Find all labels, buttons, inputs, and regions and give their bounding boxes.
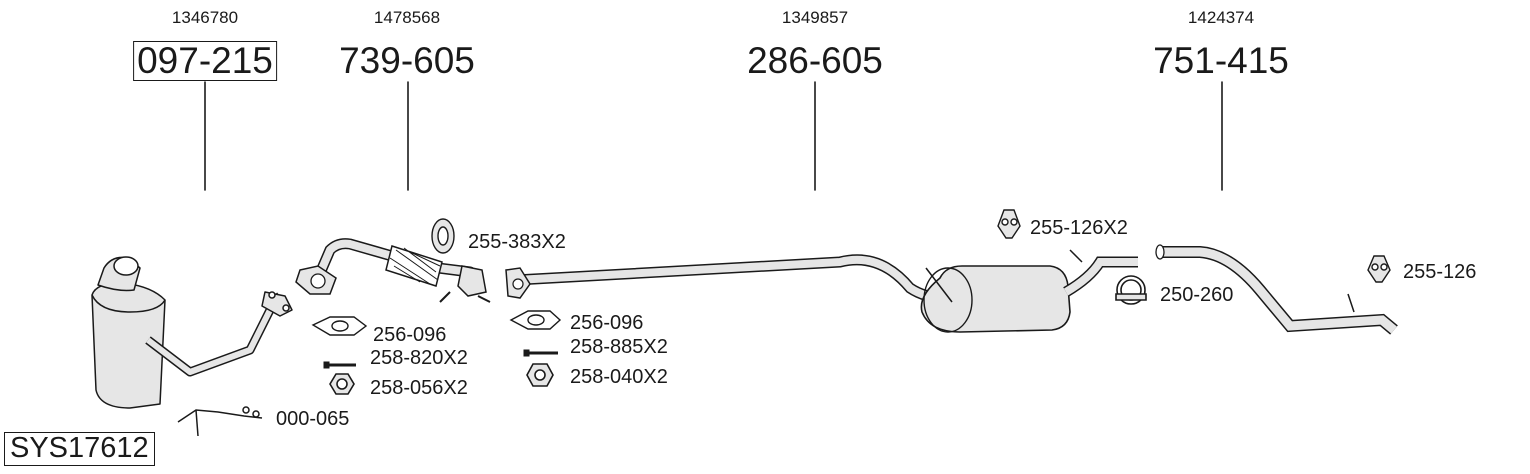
- oe-number-3: 1349857: [781, 8, 849, 27]
- label-nut-2[interactable]: 258-040X2: [570, 366, 668, 388]
- nut-1-icon[interactable]: [329, 373, 355, 395]
- part-number-middle-silencer[interactable]: 286-605: [747, 40, 883, 81]
- bolt-2-icon[interactable]: [523, 349, 558, 357]
- part-number-tail-pipe[interactable]: 751-415: [1153, 40, 1289, 81]
- tail-pipe-part[interactable]: [1155, 244, 1398, 335]
- oe-number-2: 1478568: [373, 8, 441, 27]
- label-bolt-2[interactable]: 258-885X2: [570, 336, 668, 358]
- label-nut-1[interactable]: 258-056X2: [370, 377, 468, 399]
- oe-number-4: 1424374: [1187, 8, 1255, 27]
- label-hanger-rear[interactable]: 255-126: [1403, 261, 1477, 283]
- part-number-catalyst[interactable]: 097-215: [133, 41, 277, 81]
- label-mount-kit[interactable]: 000-065: [276, 408, 350, 430]
- clamp-icon[interactable]: [1115, 275, 1147, 305]
- part-number-front-pipe[interactable]: 739-605: [339, 40, 475, 81]
- catalyst-part[interactable]: [91, 256, 293, 409]
- hanger-mid-icon[interactable]: [997, 209, 1021, 239]
- label-gasket-1[interactable]: 256-096: [373, 324, 447, 346]
- nut-2-icon[interactable]: [526, 363, 554, 387]
- gasket-2-icon[interactable]: [509, 310, 562, 330]
- middle-silencer-part[interactable]: [505, 249, 1138, 333]
- system-code-label: SYS17612: [4, 432, 155, 466]
- front-pipe-part[interactable]: [295, 238, 491, 303]
- label-hanger-mid[interactable]: 255-126X2: [1030, 217, 1128, 239]
- bolt-1-icon[interactable]: [323, 361, 356, 369]
- mount-kit-icon[interactable]: [177, 406, 263, 437]
- label-hanger-front[interactable]: 255-383X2: [468, 231, 566, 253]
- hanger-front-icon[interactable]: [431, 218, 455, 254]
- label-clamp[interactable]: 250-260: [1160, 284, 1234, 306]
- hanger-rear-icon[interactable]: [1367, 255, 1391, 283]
- label-gasket-2[interactable]: 256-096: [570, 312, 644, 334]
- oe-number-1: 1346780: [171, 8, 239, 27]
- label-bolt-1[interactable]: 258-820X2: [370, 347, 468, 369]
- gasket-1-icon[interactable]: [311, 316, 368, 336]
